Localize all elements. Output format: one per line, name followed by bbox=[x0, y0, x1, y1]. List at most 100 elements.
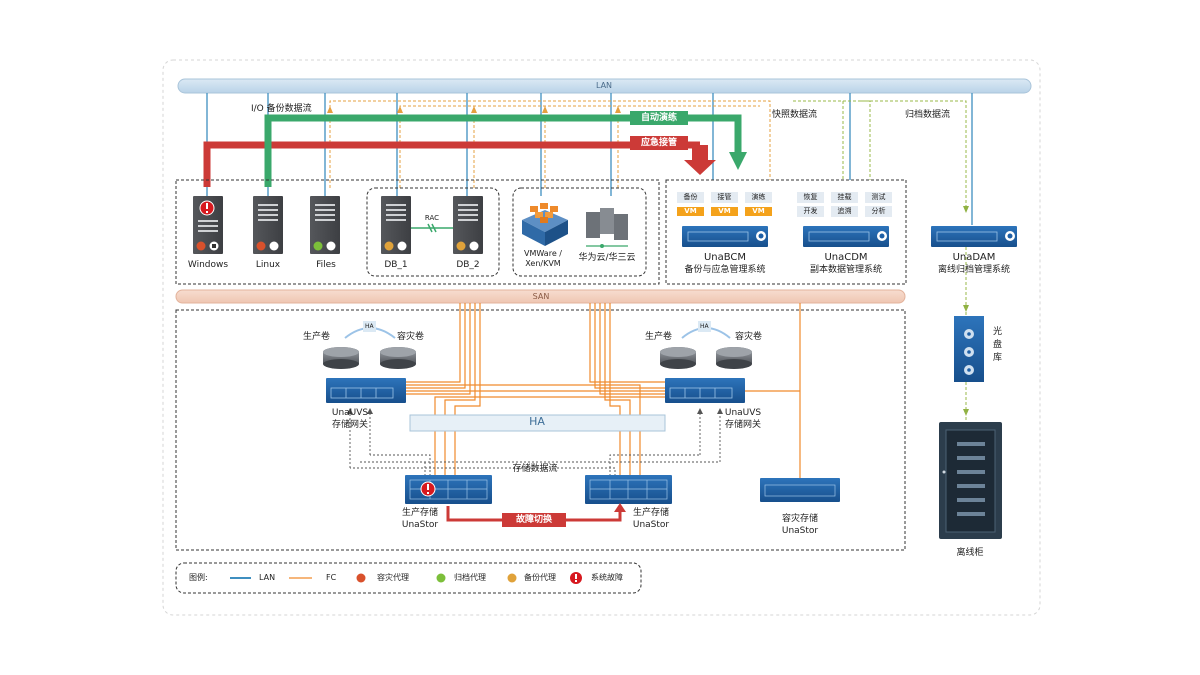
bcm-vm-1: VM bbox=[677, 207, 704, 216]
storage-flow-label: 存储数据流 bbox=[512, 464, 558, 474]
drill-flow-line bbox=[264, 114, 742, 187]
cdm-cell-restore: 恢复 bbox=[797, 192, 824, 203]
offline-cabinet-label: 离线柜 bbox=[956, 548, 984, 558]
san-bus bbox=[175, 289, 906, 304]
dr-storage-label: 容灾存储 bbox=[781, 514, 819, 524]
cloud-servers-icon bbox=[586, 208, 628, 248]
rac-label: RAC bbox=[424, 214, 440, 222]
rac-link bbox=[411, 223, 453, 233]
right-ha-tag: HA bbox=[698, 321, 711, 332]
cdm-cell-test: 测试 bbox=[865, 192, 892, 203]
snapshot-flow-lines bbox=[793, 100, 967, 210]
cloud-label: 华为云/华三云 bbox=[578, 253, 636, 263]
cdm-desc: 副本数据管理系统 bbox=[809, 265, 883, 275]
left-unastor-label: UnaStor bbox=[401, 520, 439, 530]
optical-library bbox=[954, 316, 984, 382]
legend-fault-label: 系统故障 bbox=[591, 573, 623, 582]
prod-storage-right bbox=[585, 475, 672, 504]
db2-label: DB_2 bbox=[456, 260, 480, 270]
left-uvs-desc: 存储网关 bbox=[331, 420, 369, 430]
server-files bbox=[310, 196, 340, 254]
snapshot-flow-label: 快照数据流 bbox=[772, 110, 818, 120]
backup-flow-arrows bbox=[327, 106, 621, 113]
auto-drill-tag: 自动演练 bbox=[630, 111, 688, 125]
server-db1 bbox=[381, 196, 411, 254]
files-label: Files bbox=[316, 260, 336, 270]
virtualization-label: VMWare / Xen/KVM bbox=[524, 249, 562, 268]
prod-storage-left bbox=[405, 475, 492, 504]
failover-tag: 故障切换 bbox=[502, 513, 566, 527]
storage-flow-arrows bbox=[347, 408, 723, 414]
bcm-device bbox=[682, 226, 768, 247]
ha-bar bbox=[409, 414, 666, 432]
gateway-left-device bbox=[326, 378, 406, 403]
server-linux bbox=[253, 196, 283, 254]
left-uvs-name: UnaUVS bbox=[331, 408, 369, 418]
db-cluster-group bbox=[366, 187, 500, 277]
legend-archive-agent-label: 归档代理 bbox=[454, 573, 486, 582]
virtualization-group bbox=[512, 187, 647, 277]
bcm-cell-backup: 备份 bbox=[677, 192, 704, 203]
drill-flow-arrow bbox=[729, 152, 747, 170]
cdm-name: UnaCDM bbox=[824, 252, 868, 263]
legend-fault-icon bbox=[570, 572, 582, 584]
gateway-right-device bbox=[665, 378, 745, 403]
legend-lan-label: LAN bbox=[259, 573, 276, 582]
legend-archive-agent-swatch bbox=[436, 573, 446, 583]
dr-unastor-label: UnaStor bbox=[781, 526, 819, 536]
host-zone bbox=[175, 179, 660, 285]
bcm-cell-takeover: 接管 bbox=[711, 192, 738, 203]
legend-backup-agent-swatch bbox=[507, 573, 517, 583]
bcm-desc: 备份与应急管理系统 bbox=[684, 265, 766, 275]
linux-label: Linux bbox=[255, 260, 281, 270]
emergency-flow-arrow bbox=[684, 145, 716, 175]
cdm-cell-trace: 追溯 bbox=[831, 206, 858, 217]
right-unastor-label: UnaStor bbox=[632, 520, 670, 530]
db1-label: DB_1 bbox=[384, 260, 408, 270]
left-prod-storage-label: 生产存储 bbox=[401, 508, 439, 518]
left-ha-tag: HA bbox=[363, 321, 376, 332]
optical-library-label: 光盘库 bbox=[993, 327, 1003, 363]
right-uvs-desc: 存储网关 bbox=[724, 420, 762, 430]
cdm-cell-dev: 开发 bbox=[797, 206, 824, 217]
gateway-right-disks bbox=[660, 327, 752, 369]
bcm-vm-3: VM bbox=[745, 207, 772, 216]
legend-backup-agent-label: 备份代理 bbox=[524, 573, 556, 582]
cdm-device bbox=[803, 226, 889, 247]
legend-box bbox=[175, 562, 642, 594]
cdm-cell-mount: 挂载 bbox=[831, 192, 858, 203]
fault-icon bbox=[199, 200, 215, 216]
dam-name: UnaDAM bbox=[952, 252, 996, 263]
legend-title: 图例: bbox=[189, 573, 208, 582]
windows-label: Windows bbox=[187, 260, 229, 270]
outer-frame bbox=[162, 59, 1041, 616]
right-prod-storage-label: 生产存储 bbox=[632, 508, 670, 518]
offline-cabinet bbox=[939, 422, 1002, 539]
right-dr-volume-label: 容灾卷 bbox=[735, 332, 763, 342]
fc-links bbox=[405, 303, 801, 478]
san-label: SAN bbox=[532, 292, 550, 301]
emergency-flow-line bbox=[203, 141, 700, 187]
bcm-cell-drill: 演练 bbox=[745, 192, 772, 203]
bcm-name: UnaBCM bbox=[703, 252, 747, 263]
legend-fc-label: FC bbox=[326, 573, 337, 582]
right-prod-volume-label: 生产卷 bbox=[645, 332, 673, 342]
vm-stack-icon bbox=[522, 203, 568, 246]
lan-label: LAN bbox=[595, 81, 613, 90]
legend-dr-agent-swatch bbox=[356, 573, 366, 583]
legend-dr-agent-label: 容灾代理 bbox=[377, 573, 409, 582]
ha-label: HA bbox=[529, 415, 545, 428]
emergency-takeover-tag: 应急接管 bbox=[630, 136, 688, 150]
right-uvs-name: UnaUVS bbox=[724, 408, 762, 418]
storage-zone bbox=[175, 309, 906, 551]
server-db2 bbox=[453, 196, 483, 254]
dam-device bbox=[931, 226, 1017, 247]
left-dr-volume-label: 容灾卷 bbox=[397, 332, 425, 342]
left-prod-volume-label: 生产卷 bbox=[303, 332, 331, 342]
dam-desc: 离线归档管理系统 bbox=[937, 265, 1011, 275]
dr-storage bbox=[760, 478, 840, 502]
management-zone bbox=[665, 179, 907, 285]
archive-flow-label: 归档数据流 bbox=[905, 110, 951, 120]
